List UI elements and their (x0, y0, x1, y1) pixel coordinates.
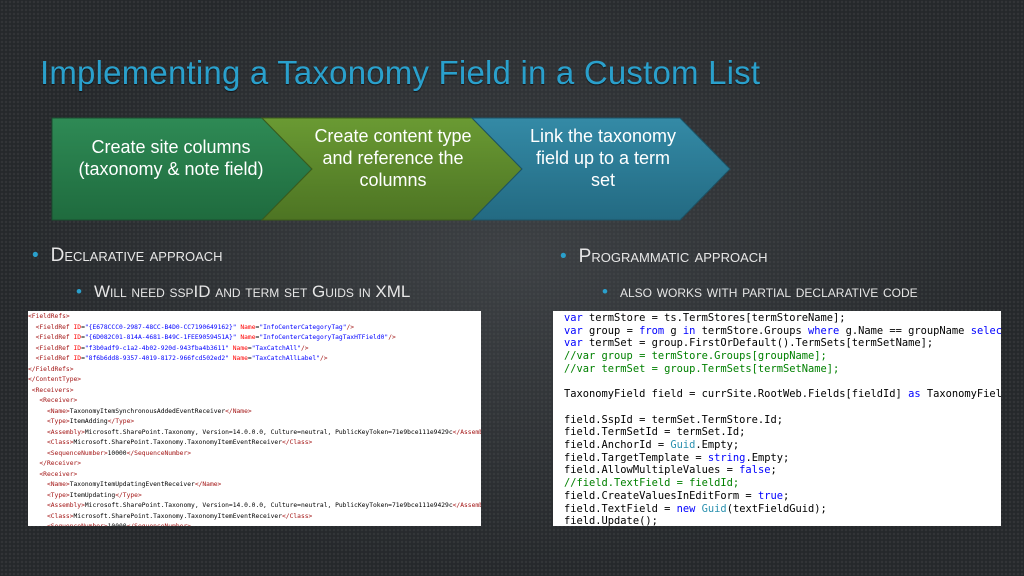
xml-code-line: </ContentType> (28, 376, 82, 383)
left-subheading: •Will need sspID and term set Guids in X… (76, 282, 411, 301)
bullet-icon: • (32, 245, 39, 266)
csharp-code-line: //var group = termStore.Groups[groupName… (564, 350, 827, 363)
csharp-code-line: field.AnchorId = Guid.Empty; (564, 439, 740, 451)
xml-code-line: <Name>TaxonomyItemUpdatingEventReceiver<… (28, 481, 222, 488)
xml-code-line: <Type>ItemUpdating</Type> (28, 491, 142, 499)
xml-code-line: <Name>TaxonomyItemSynchronousAddedEventR… (28, 407, 252, 415)
csharp-code-line: //field.TextField = fieldId; (564, 477, 740, 490)
xml-code-line: <FieldRef ID="f3b0adf9-c1a2-4b02-920d-94… (28, 344, 309, 352)
step-2-label: Create content type and reference the co… (314, 126, 472, 190)
csharp-code-line: field.CreateValuesInEditForm = true; (564, 489, 790, 502)
xml-code-line: </Receiver> (28, 460, 82, 467)
csharp-code-line: var termSet = group.FirstOrDefault().Ter… (564, 337, 934, 350)
csharp-code-line: field.TermSetId = termSet.Id; (564, 426, 746, 439)
right-subheading: •also works with partial declarative cod… (602, 282, 918, 301)
step-1-label: Create site columns (taxonomy & note fie… (78, 137, 264, 179)
csharp-code-line: TaxonomyField field = currSite.RootWeb.F… (564, 388, 1001, 401)
slide-title: Implementing a Taxonomy Field in a Custo… (40, 54, 761, 91)
xml-code-line: <FieldRef ID="{6D082C01-814A-4681-B49C-1… (28, 334, 396, 341)
csharp-code-line: var termStore = ts.TermStores[termStoreN… (564, 312, 846, 324)
xml-code-line: <FieldRef ID="{E678CCC0-2987-48CC-B4D0-C… (28, 323, 355, 331)
xml-code-line: <Receiver> (28, 397, 78, 404)
xml-code-line: <Type>ItemAdding</Type> (28, 418, 135, 425)
right-heading: •Programmatic approach (560, 246, 768, 267)
csharp-code-line: field.TargetTemplate = string.Empty; (564, 451, 790, 464)
xml-code-line: <Assembly>Microsoft.SharePoint.Taxonomy,… (28, 502, 481, 509)
xml-code-line: <Assembly>Microsoft.SharePoint.Taxonomy,… (28, 428, 481, 436)
bullet-icon: • (560, 246, 567, 267)
csharp-code-line: var group = from g in termStore.Groups w… (564, 324, 1001, 337)
xml-code-line: <Class>Microsoft.SharePoint.Taxonomy.Tax… (28, 512, 313, 520)
xml-code-line: <SequenceNumber>10000</SequenceNumber> (28, 449, 192, 457)
xml-code-screenshot: <FieldRefs> <FieldRef ID="{E678CCC0-2987… (28, 311, 481, 526)
bullet-icon: • (602, 282, 608, 301)
xml-code-line: <FieldRef ID="8f6b6dd8-9357-4019-8172-96… (28, 355, 328, 362)
xml-code-line: <Receiver> (28, 470, 78, 478)
csharp-code-line (564, 401, 1001, 414)
xml-code-line: <FieldRefs> (28, 313, 70, 320)
xml-code-line: <Receivers> (28, 386, 74, 394)
csharp-code-line: //var termSet = group.TermSets[termSetNa… (564, 362, 840, 375)
csharp-code-line: field.Update(); (564, 515, 658, 526)
csharp-code-line: field.AllowMultipleValues = false; (564, 464, 777, 477)
xml-code-line: </FieldRefs> (28, 365, 74, 373)
xml-code-line: <Class>Microsoft.SharePoint.Taxonomy.Tax… (28, 439, 313, 446)
csharp-code-line (564, 376, 1001, 389)
step-3-label: Link the taxonomy field up to a term set (529, 126, 677, 190)
bullet-icon: • (76, 282, 82, 301)
csharp-code-line: field.TextField = new Guid(textFieldGuid… (564, 502, 827, 515)
left-heading: •Declarative approach (32, 245, 223, 266)
xml-code-line: <SequenceNumber>10000</SequenceNumber> (28, 522, 481, 526)
csharp-code-line: field.SspId = termSet.TermStore.Id; (564, 413, 783, 426)
step-3-shape (470, 117, 731, 221)
csharp-code-screenshot: var termStore = ts.TermStores[termStoreN… (553, 311, 1001, 526)
